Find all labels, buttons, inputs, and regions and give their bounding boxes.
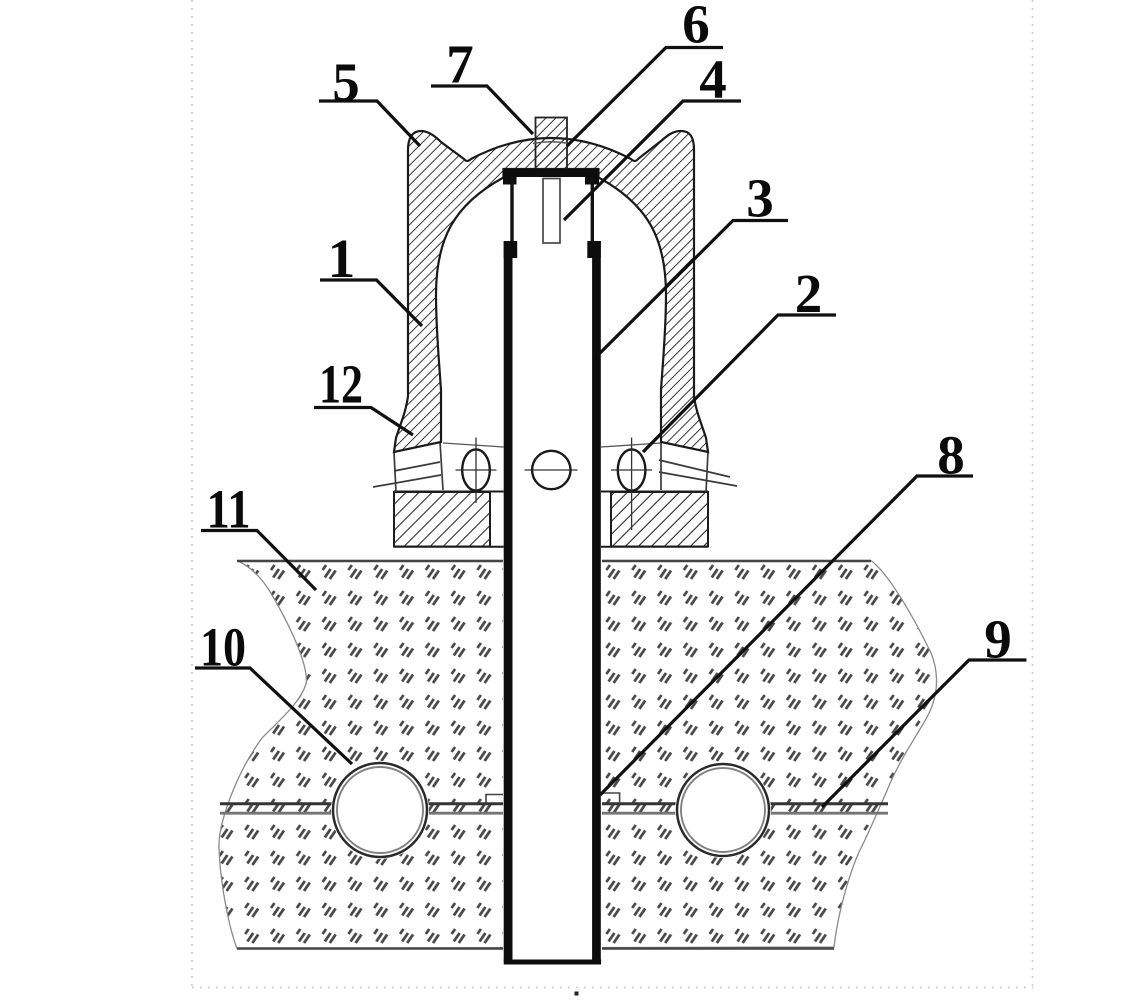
svg-text:11: 11 xyxy=(207,479,251,540)
svg-text:6: 6 xyxy=(682,0,710,55)
svg-text:1: 1 xyxy=(328,228,356,289)
svg-text:12: 12 xyxy=(319,354,363,415)
svg-text:10: 10 xyxy=(200,617,246,678)
svg-text:2: 2 xyxy=(795,263,823,324)
svg-text:8: 8 xyxy=(937,425,965,486)
svg-text:5: 5 xyxy=(332,52,360,113)
svg-text:4: 4 xyxy=(699,49,727,110)
svg-text:7: 7 xyxy=(446,34,474,95)
svg-text:9: 9 xyxy=(984,609,1012,670)
svg-text:3: 3 xyxy=(746,168,774,229)
